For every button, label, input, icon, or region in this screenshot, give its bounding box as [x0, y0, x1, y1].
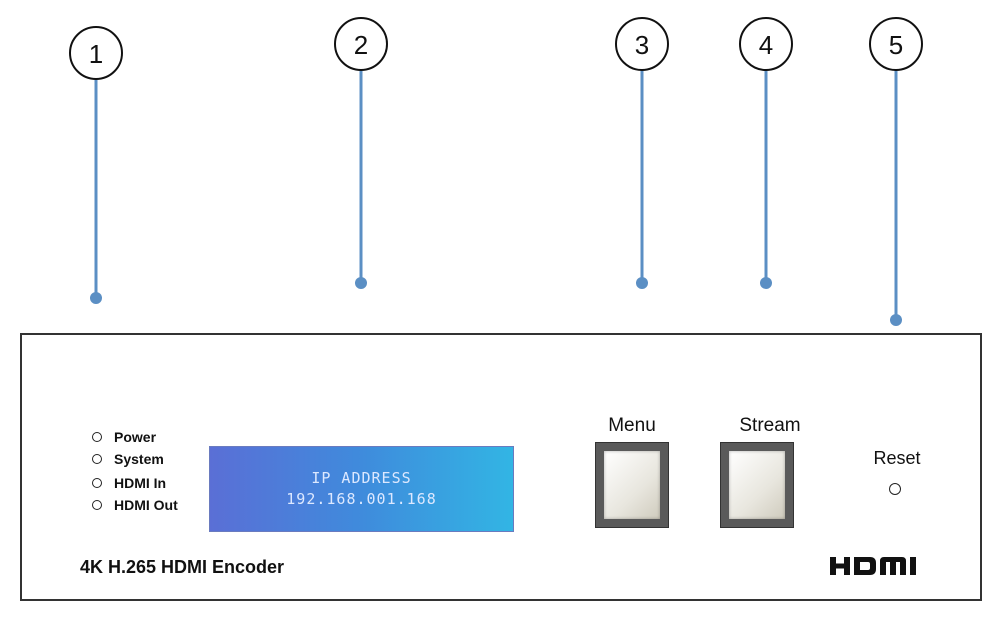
callout-5-dot [890, 314, 902, 326]
callout-1-number: 1 [89, 39, 103, 69]
callout-5: 5 [869, 17, 923, 326]
callout-3: 3 [615, 17, 669, 289]
led-indicator-icon [92, 478, 102, 488]
callout-1: 1 [69, 26, 123, 304]
menu-button-label: Menu [608, 415, 656, 436]
led-indicator-icon [92, 454, 102, 464]
device-front-panel: Power System HDMI In HDMI Out IP ADDRESS… [20, 333, 982, 601]
led-indicator-icon [92, 432, 102, 442]
led-label: HDMI Out [114, 497, 178, 513]
callout-4-dot [760, 277, 772, 289]
menu-button[interactable] [595, 442, 669, 528]
callout-2-dot [355, 277, 367, 289]
lcd-line-2: 192.168.001.168 [286, 490, 437, 508]
led-hdmi-out: HDMI Out [92, 495, 178, 515]
hdmi-logo [830, 557, 916, 575]
led-system: System [92, 449, 164, 469]
lcd-line-1: IP ADDRESS [311, 469, 412, 487]
menu-button-face [604, 451, 660, 519]
callout-2-number: 2 [354, 30, 368, 60]
led-label: HDMI In [114, 475, 167, 491]
reset-button[interactable] [889, 483, 901, 495]
stream-button-label: Stream [739, 415, 801, 436]
callout-4-circle [739, 17, 793, 71]
callout-4: 4 [739, 17, 793, 289]
callout-3-circle [615, 17, 669, 71]
led-indicator-icon [92, 500, 102, 510]
reset-label: Reset [873, 448, 921, 468]
led-hdmi-in: HDMI In [92, 473, 166, 493]
stream-button[interactable] [720, 442, 794, 528]
callout-3-number: 3 [635, 30, 649, 60]
callout-2: 2 [334, 17, 388, 289]
callout-5-number: 5 [889, 30, 903, 60]
lcd-display: IP ADDRESS 192.168.001.168 [209, 446, 514, 532]
callout-4-number: 4 [759, 30, 773, 60]
callout-1-circle [69, 26, 123, 80]
stream-button-face [729, 451, 785, 519]
led-label: Power [114, 429, 157, 445]
led-power: Power [92, 427, 156, 447]
callout-5-circle [869, 17, 923, 71]
callout-3-dot [636, 277, 648, 289]
led-label: System [114, 451, 164, 467]
callout-2-circle [334, 17, 388, 71]
product-name: 4K H.265 HDMI Encoder [80, 557, 285, 577]
callout-1-dot [90, 292, 102, 304]
